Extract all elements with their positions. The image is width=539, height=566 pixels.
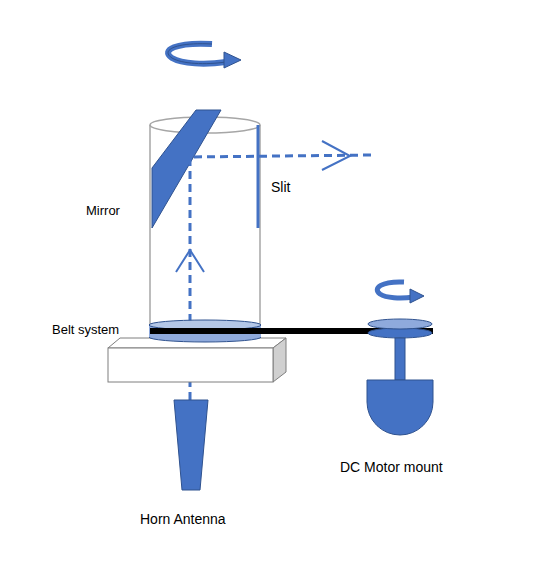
mirror [152,110,221,228]
label-anchor: DC Motor mount [340,458,443,476]
horn-antenna [174,400,208,490]
base-block [108,338,286,382]
motor-label: DC Motor mount [340,459,443,475]
label-anchor: Mirror [86,201,120,219]
label-anchor: Horn Antenna [140,510,226,528]
label-anchor: Belt system [52,320,119,338]
mirror-label: Mirror [86,203,120,218]
slit [257,125,260,228]
label-anchor: Slit [271,178,290,196]
dc-motor [367,319,433,435]
motor-rotation-arrow [377,282,424,303]
slit-label: Slit [271,179,290,195]
rotation-arrow [168,44,241,68]
antenna-label: Horn Antenna [140,511,226,527]
belt-label: Belt system [52,322,119,337]
